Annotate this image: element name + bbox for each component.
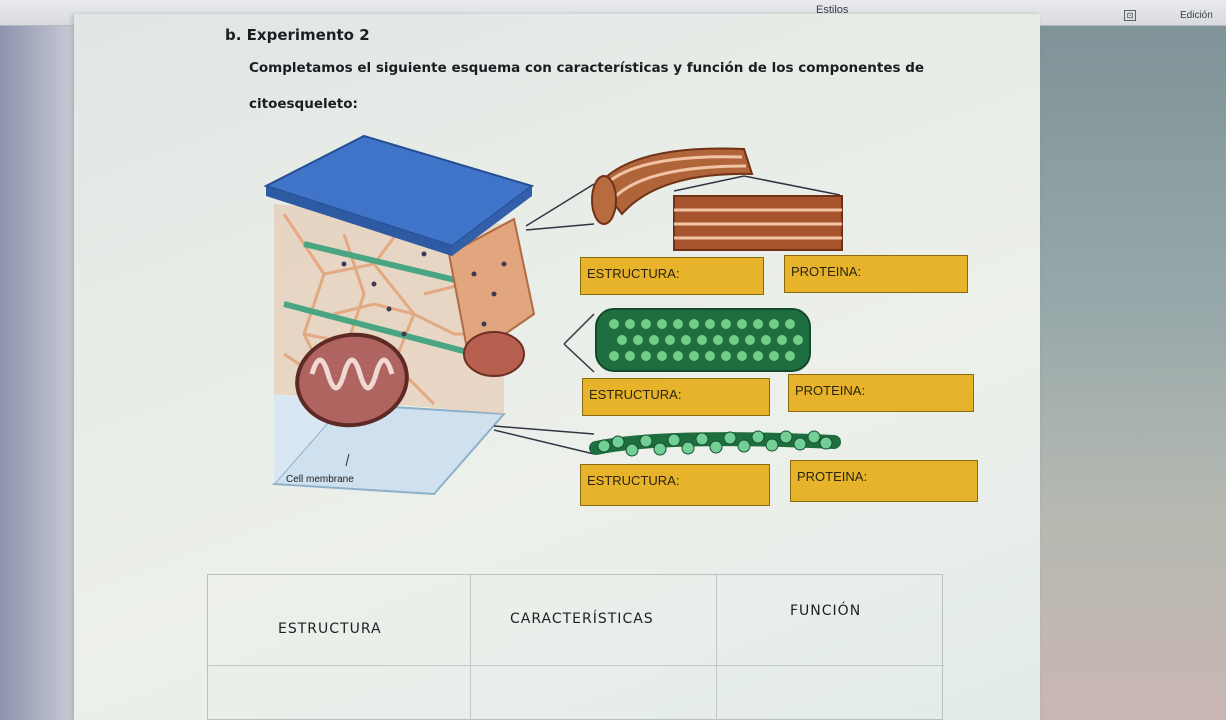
instruction-line-2: citoesqueleto: xyxy=(249,96,358,112)
editing-group-label[interactable]: Edición xyxy=(1180,10,1213,21)
actin-filament-illustration xyxy=(589,430,841,457)
microfilament-illustration xyxy=(591,147,843,251)
styles-group-label[interactable]: Estilos xyxy=(816,4,849,16)
table-header-funcion: FUNCIÓN xyxy=(790,603,862,619)
proteina-label-3[interactable]: PROTEINA: xyxy=(790,460,978,502)
right-pane xyxy=(1040,26,1226,720)
ribosome-dots xyxy=(341,251,507,337)
estructura-label-1[interactable]: ESTRUCTURA: xyxy=(580,257,764,295)
endoplasmic-reticulum xyxy=(447,217,536,361)
microtubule-illustration xyxy=(595,308,811,372)
leader-lines xyxy=(493,175,841,455)
table-header-caracteristicas: CARACTERÍSTICAS xyxy=(510,611,654,627)
table-header-estructura: ESTRUCTURA xyxy=(278,621,382,637)
mitochondrion xyxy=(295,332,409,428)
instruction-line-1: Completamos el siguiente esquema con car… xyxy=(249,60,925,76)
cell-membrane-label: Cell membrane xyxy=(286,474,354,485)
section-title: b. Experimento 2 xyxy=(225,26,370,44)
styles-dialog-launcher-icon[interactable]: ⊡ xyxy=(1124,10,1136,21)
estructura-label-3[interactable]: ESTRUCTURA: xyxy=(580,464,770,506)
left-margin xyxy=(0,0,72,720)
document-page[interactable]: b. Experimento 2 Completamos el siguient… xyxy=(74,14,1040,720)
cytoskeleton-figure xyxy=(263,134,843,496)
estructura-label-2[interactable]: ESTRUCTURA: xyxy=(582,378,770,416)
small-organelle xyxy=(463,331,525,377)
proteina-label-2[interactable]: PROTEINA: xyxy=(788,374,974,412)
answer-table[interactable]: ESTRUCTURA CARACTERÍSTICAS FUNCIÓN xyxy=(207,574,944,720)
proteina-label-1[interactable]: PROTEINA: xyxy=(784,255,968,293)
